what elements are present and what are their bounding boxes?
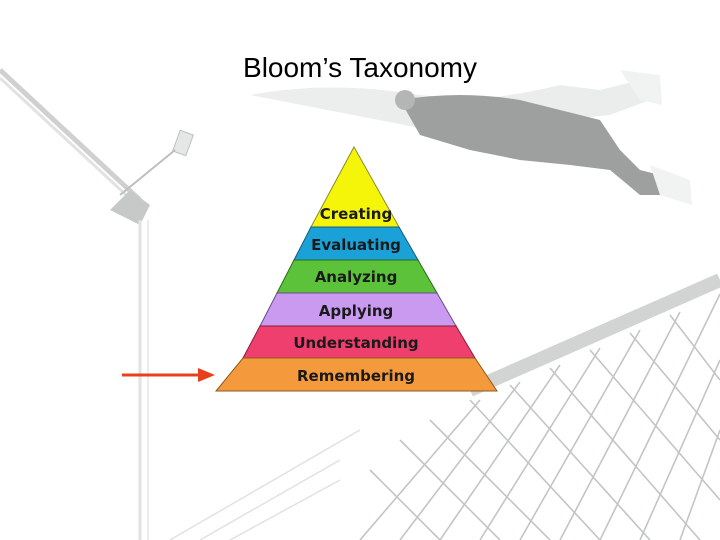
level-label-understanding: Understanding [293, 334, 418, 352]
level-label-analyzing: Analyzing [315, 268, 398, 286]
pyramid-level-creating: Creating [310, 145, 400, 228]
pyramid-level-evaluating: Evaluating [293, 226, 419, 261]
pyramid-level-remembering: Remembering [214, 357, 498, 392]
pyramid-level-understanding: Understanding [242, 325, 476, 359]
level-label-creating: Creating [320, 205, 392, 223]
pyramid-level-analyzing: Analyzing [276, 259, 438, 294]
slide-title: Bloom’s Taxonomy [243, 52, 477, 83]
pyramid-level-applying: Applying [259, 292, 457, 327]
red-arrow-icon [122, 368, 215, 382]
level-label-remembering: Remembering [297, 367, 415, 385]
level-label-evaluating: Evaluating [311, 236, 401, 254]
level-label-applying: Applying [319, 302, 394, 320]
level-shape-remembering [214, 357, 498, 392]
